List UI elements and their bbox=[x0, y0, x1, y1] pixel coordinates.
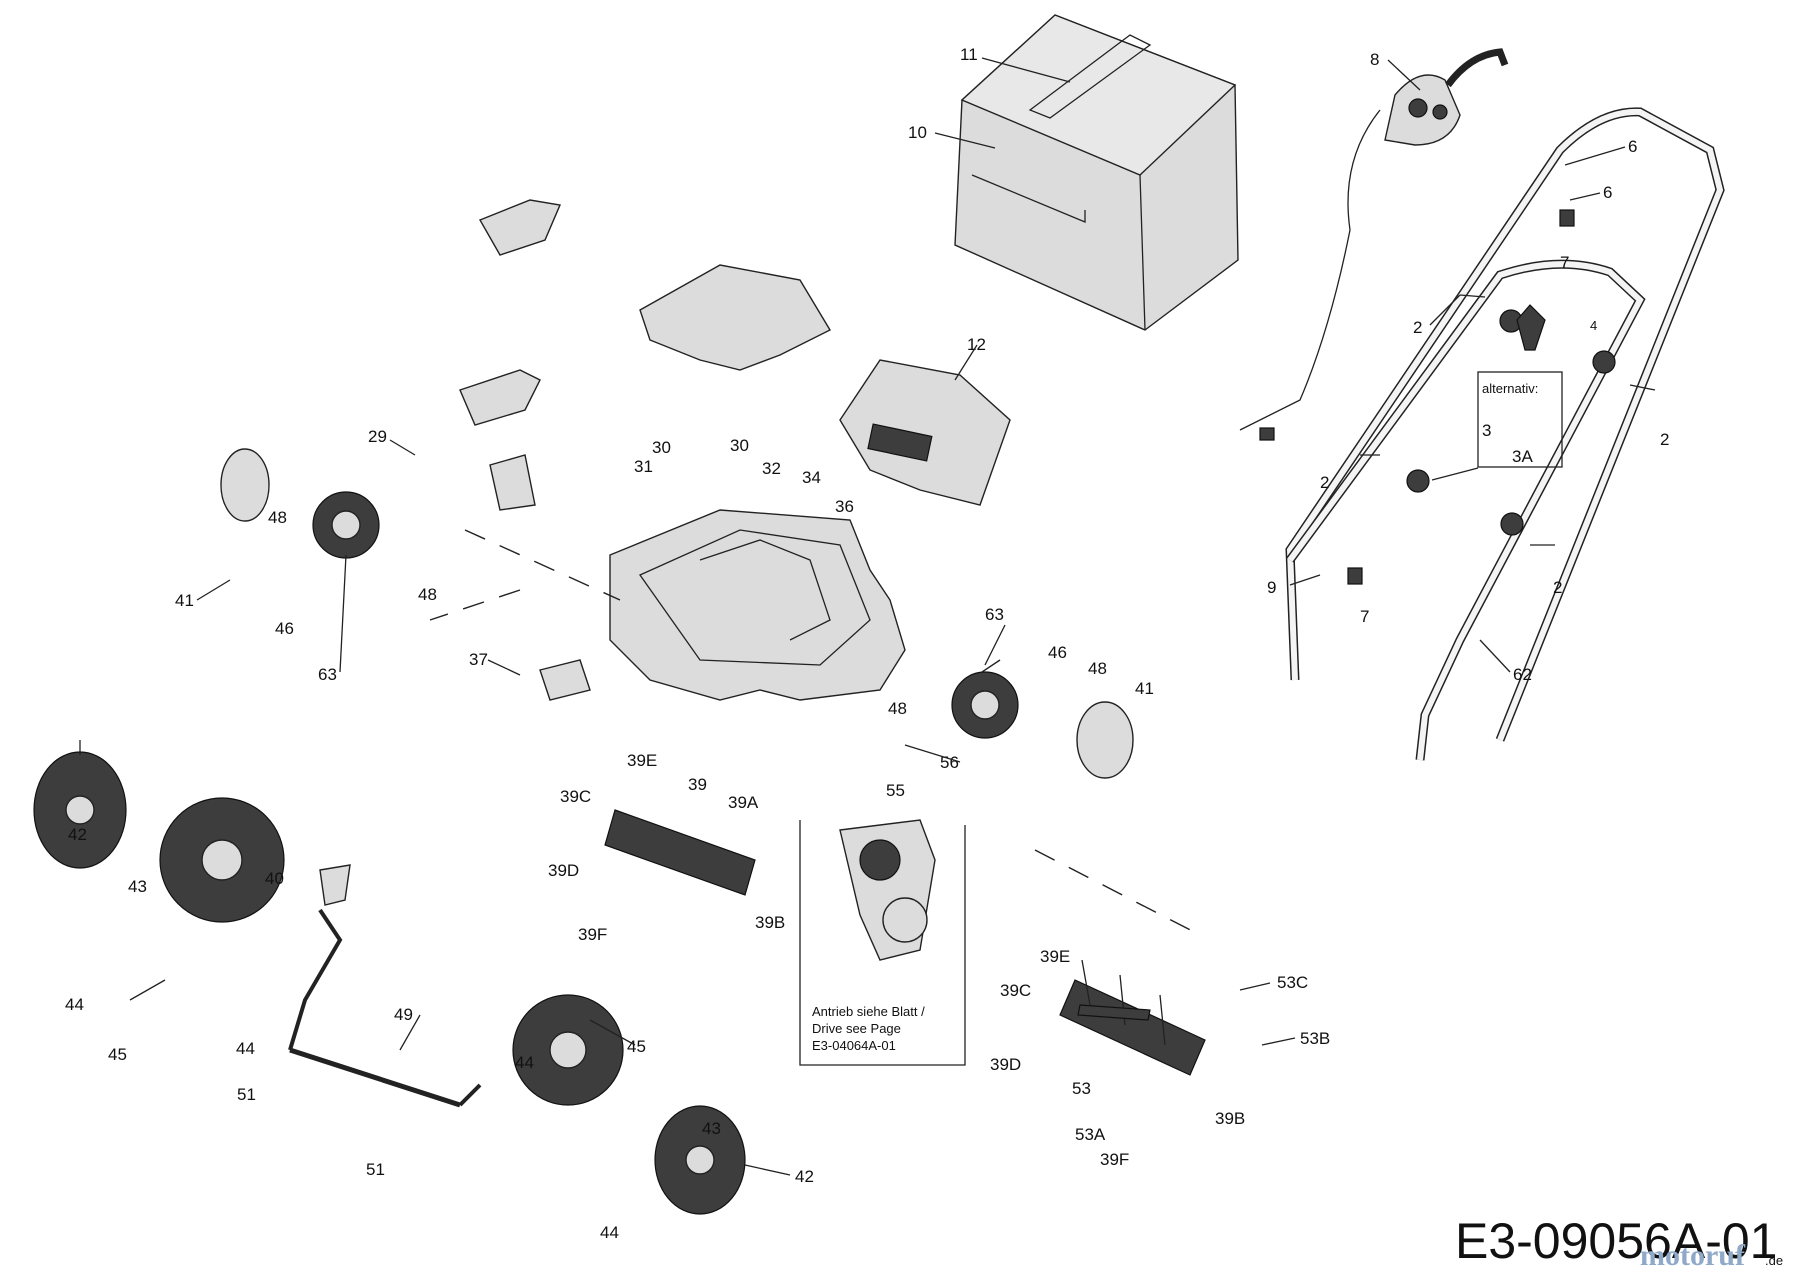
drive-note-line-1: Antrieb siehe Blatt / bbox=[812, 1004, 925, 1019]
part-label: 46 bbox=[1048, 643, 1067, 662]
part-label: 42 bbox=[795, 1167, 814, 1186]
part-label: 44 bbox=[600, 1223, 619, 1242]
part-label: 48 bbox=[888, 699, 907, 718]
part-label: 39B bbox=[755, 913, 785, 932]
part-label: 39 bbox=[688, 775, 707, 794]
part-label: 7 bbox=[1560, 253, 1569, 272]
part-label: 41 bbox=[1135, 679, 1154, 698]
part-label: 6 bbox=[1603, 183, 1612, 202]
part-label: 45 bbox=[108, 1045, 127, 1064]
part-label: 39E bbox=[1040, 947, 1070, 966]
alignment-lines bbox=[429, 529, 1201, 936]
part-label: 53 bbox=[1072, 1079, 1091, 1098]
drive-note-line-3: E3-04064A-01 bbox=[812, 1038, 896, 1053]
part-label: 45 bbox=[627, 1037, 646, 1056]
part-label: 39C bbox=[560, 787, 591, 806]
leader-lines bbox=[79, 57, 1626, 1176]
part-label: 3A bbox=[1512, 447, 1533, 466]
part-label: 46 bbox=[275, 619, 294, 638]
part-label: 63 bbox=[985, 605, 1004, 624]
part-label: 4 bbox=[1590, 318, 1597, 333]
part-labels: 11 10 8 6 6 7 2 4 2 3 3A 2 9 2 7 62 12 2… bbox=[65, 45, 1669, 1242]
part-label: 48 bbox=[268, 508, 287, 527]
watermark-suffix: .de bbox=[1765, 1253, 1783, 1268]
part-label: 2 bbox=[1413, 318, 1422, 337]
part-label: 43 bbox=[128, 877, 147, 896]
part-label: 6 bbox=[1628, 137, 1637, 156]
part-label: 39A bbox=[728, 793, 759, 812]
part-label: 43 bbox=[702, 1119, 721, 1138]
part-label: 40 bbox=[265, 869, 284, 888]
part-label: 44 bbox=[515, 1053, 534, 1072]
drive-assembly bbox=[799, 819, 966, 1066]
mower-housing bbox=[459, 199, 1011, 701]
part-label: 39C bbox=[1000, 981, 1031, 1000]
part-label: 49 bbox=[394, 1005, 413, 1024]
part-label: 36 bbox=[835, 497, 854, 516]
part-label: 30 bbox=[652, 438, 671, 457]
part-label: 41 bbox=[175, 591, 194, 610]
part-label: 39D bbox=[990, 1055, 1021, 1074]
part-label: 56 bbox=[940, 753, 959, 772]
part-label: 8 bbox=[1370, 50, 1379, 69]
part-label: 39D bbox=[548, 861, 579, 880]
part-label: 39B bbox=[1215, 1109, 1245, 1128]
part-label: 48 bbox=[1088, 659, 1107, 678]
alternative-label: alternativ: bbox=[1482, 381, 1538, 396]
part-label: 29 bbox=[368, 427, 387, 446]
part-label: 2 bbox=[1660, 430, 1669, 449]
part-label: 9 bbox=[1267, 578, 1276, 597]
part-label: 51 bbox=[237, 1085, 256, 1104]
drive-note-line-2: Drive see Page bbox=[812, 1021, 901, 1036]
part-label: 34 bbox=[802, 468, 821, 487]
part-label: 55 bbox=[886, 781, 905, 800]
part-label: 51 bbox=[366, 1160, 385, 1179]
axle-assembly bbox=[288, 864, 482, 1108]
handle-assembly bbox=[1239, 48, 1725, 761]
part-label: 42 bbox=[68, 825, 87, 844]
part-label: 53B bbox=[1300, 1029, 1330, 1048]
part-label: 39E bbox=[627, 751, 657, 770]
part-label: 32 bbox=[762, 459, 781, 478]
part-label: 44 bbox=[236, 1039, 255, 1058]
part-label: 10 bbox=[908, 123, 927, 142]
part-label: 30 bbox=[730, 436, 749, 455]
watermark: motoruf bbox=[1640, 1239, 1746, 1272]
grass-bag bbox=[954, 14, 1239, 331]
diagram-code: E3-09056A-01 bbox=[1455, 1213, 1777, 1269]
part-label: 37 bbox=[469, 650, 488, 669]
handle-knobs bbox=[1347, 209, 1656, 585]
part-label: 2 bbox=[1553, 578, 1562, 597]
part-label: 11 bbox=[960, 45, 978, 64]
part-label: 53A bbox=[1075, 1125, 1106, 1144]
part-label: 48 bbox=[418, 585, 437, 604]
wheels bbox=[33, 448, 1134, 1215]
part-label: 62 bbox=[1513, 665, 1532, 684]
part-label: 12 bbox=[967, 335, 986, 354]
part-label: 39F bbox=[1100, 1150, 1129, 1169]
part-label: 44 bbox=[65, 995, 84, 1014]
part-label: 53C bbox=[1277, 973, 1308, 992]
part-label: 39F bbox=[578, 925, 607, 944]
part-label: 3 bbox=[1482, 421, 1491, 440]
part-label: 31 bbox=[634, 457, 653, 476]
part-label: 7 bbox=[1360, 607, 1369, 626]
part-label: 2 bbox=[1320, 473, 1329, 492]
rollers bbox=[604, 809, 1206, 1076]
part-label: 63 bbox=[318, 665, 337, 684]
